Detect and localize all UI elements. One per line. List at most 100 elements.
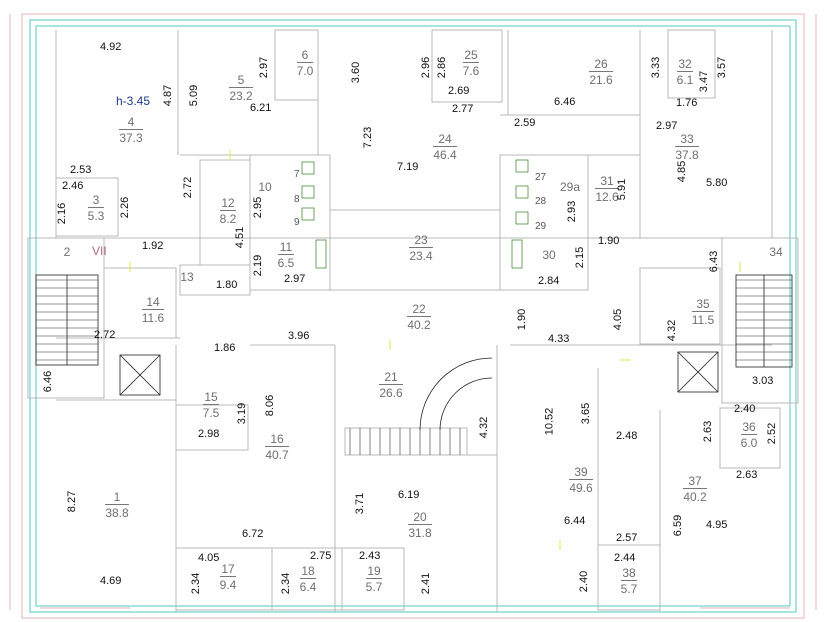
fixture-number: 8 (294, 194, 300, 205)
stair-treads (36, 279, 792, 455)
dimension-label: 2.95 (252, 196, 265, 219)
dimension-label: 7.19 (397, 161, 419, 173)
dimension-label: 6.59 (672, 514, 685, 537)
dimension-label: 4.32 (478, 416, 491, 439)
sanitary-fixtures (301, 159, 529, 269)
dimension-label: 1.90 (598, 235, 620, 247)
dimension-label: 1.90 (516, 308, 529, 331)
fixture-number: 27 (535, 172, 547, 183)
dimension-label: 6.72 (242, 528, 264, 540)
room-label: 34 (769, 245, 783, 259)
dimension-label: 4.32 (666, 319, 679, 342)
interior-walls (27, 29, 799, 612)
dimension-label: 2.43 (359, 550, 381, 562)
room-label: 30 (542, 248, 556, 262)
dimension-label: 4.51 (234, 226, 247, 249)
dimension-label: 4.85 (676, 160, 689, 183)
dimension-label: 2.93 (566, 200, 579, 223)
dimension-label: 2.96 (420, 56, 433, 79)
dimension-label: 2.26 (119, 196, 132, 219)
dimension-label: 2.40 (734, 403, 756, 415)
dimension-label: 8.27 (66, 490, 79, 513)
dimension-label: 3.03 (752, 375, 774, 387)
dimension-label: 1.92 (142, 240, 164, 252)
dimension-label: 3.65 (580, 402, 593, 425)
dimension-label: 3.71 (354, 492, 367, 515)
dimension-label: 2.72 (94, 329, 116, 341)
dimension-label: 2.48 (616, 430, 638, 442)
dimension-label: 2.34 (190, 572, 203, 595)
room-label: 13 (180, 270, 194, 284)
dimension-label: 2.97 (258, 56, 271, 79)
room-label: 10 (258, 180, 272, 194)
dimension-label: 2.59 (514, 117, 536, 129)
dimension-label: 2.57 (616, 532, 638, 544)
dimension-label: 3.19 (236, 402, 249, 425)
axis-mark: VII (92, 244, 107, 258)
dimension-label: 2.98 (198, 428, 220, 440)
room-label: 2 (63, 245, 71, 259)
dimension-label: 2.53 (70, 164, 92, 176)
dimension-label: 2.40 (578, 570, 591, 593)
dimension-label: 2.75 (310, 550, 332, 562)
ceiling-height-mark: h-3.45 (116, 94, 151, 108)
dimension-label: 5.91 (616, 178, 629, 201)
dimension-label: 2.46 (62, 180, 84, 192)
dimension-label: 2.34 (280, 572, 293, 595)
dimension-label: 2.97 (284, 273, 306, 285)
dimension-label: 8.06 (264, 394, 277, 417)
dimension-label: 6.46 (554, 96, 576, 108)
dimension-label: 5.09 (188, 84, 201, 107)
dimension-label: 4.87 (162, 84, 175, 107)
dimension-label: 2.72 (182, 176, 195, 199)
dimension-label: 2.86 (436, 56, 449, 79)
dimension-label: 2.77 (452, 103, 474, 115)
dimension-label: 2.16 (56, 202, 69, 225)
dimension-label: 10.52 (543, 407, 556, 436)
dimension-label: 3.96 (288, 330, 310, 342)
dimension-label: 2.41 (420, 572, 433, 595)
dimension-label: 1.80 (216, 279, 238, 291)
dimension-label: 4.05 (198, 552, 220, 564)
dimension-label: 1.86 (214, 342, 236, 354)
dimension-label: 4.92 (100, 41, 122, 53)
dimension-label: 3.57 (716, 56, 729, 79)
dimension-label: 3.60 (350, 61, 363, 84)
dimension-label: 3.33 (650, 56, 663, 79)
dimension-label: 4.69 (100, 575, 122, 587)
lift-shafts (119, 351, 719, 396)
fixture-number: 29 (535, 221, 547, 232)
dimension-label: 2.63 (736, 469, 758, 481)
dimension-label: 2.19 (252, 254, 265, 277)
dimension-label: 6.46 (42, 370, 55, 393)
dimension-label: 2.69 (448, 85, 470, 97)
dimension-label: 6.21 (250, 102, 272, 114)
dimension-label: 2.15 (574, 246, 587, 269)
